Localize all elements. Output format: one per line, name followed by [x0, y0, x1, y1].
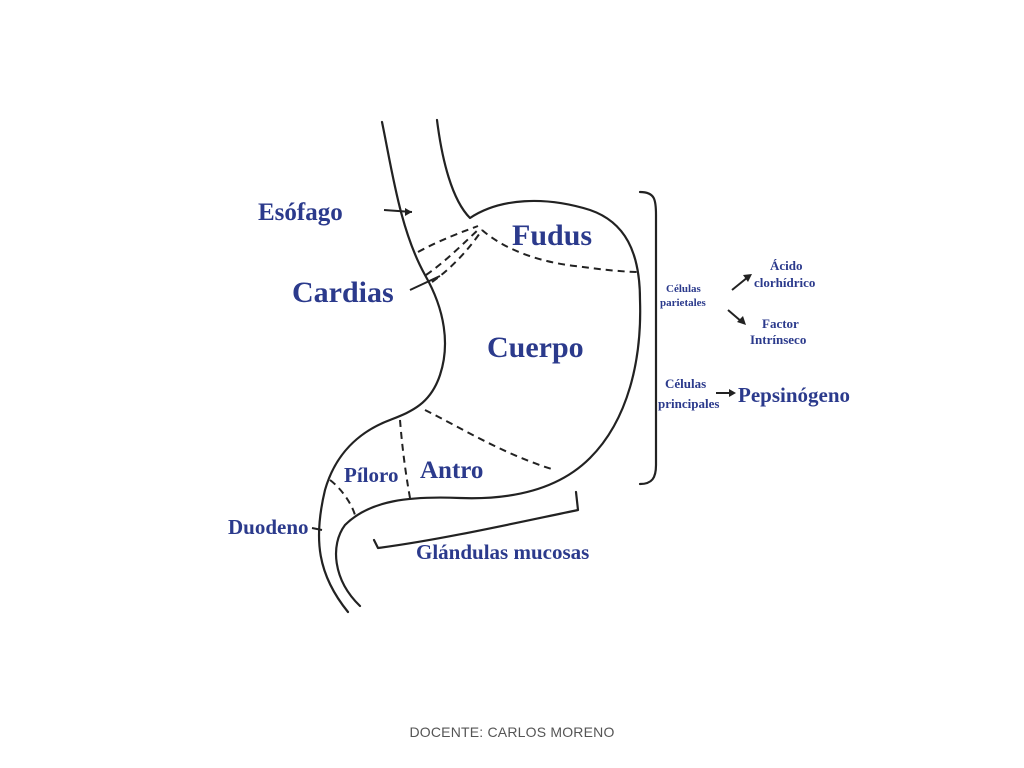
label-pepsinogeno: Pepsinógeno	[738, 383, 850, 407]
label-celulas-parietales-2: parietales	[660, 297, 707, 309]
acido-arrow	[731, 276, 749, 291]
label-celulas-principales-2: principales	[658, 396, 719, 411]
pylorus-boundary-2	[329, 479, 356, 516]
duodeno-arrow	[311, 527, 323, 531]
label-cuerpo: Cuerpo	[487, 331, 584, 364]
cardias-arrow	[409, 275, 441, 291]
label-factor-1: Factor	[762, 316, 799, 331]
label-esofago: Esófago	[258, 199, 343, 226]
glands-bracket	[372, 490, 580, 550]
label-antro: Antro	[420, 457, 483, 484]
label-acido-1: Ácido	[770, 258, 803, 273]
label-acido-2: clorhídrico	[754, 275, 815, 290]
fundus-boundary	[481, 229, 641, 273]
esofago-arrowhead	[405, 208, 412, 216]
label-fudus: Fudus	[512, 219, 592, 252]
acido-arrowhead	[743, 274, 752, 282]
cardias-boundary-3	[431, 229, 483, 283]
cardias-boundary-2	[425, 227, 481, 276]
pepsinogeno-arrowhead	[729, 389, 736, 397]
stomach-greater-curvature	[334, 118, 642, 608]
stomach-outer-outline	[317, 120, 447, 614]
label-celulas-principales-1: Células	[665, 376, 706, 391]
label-glandulas: Glándulas mucosas	[416, 540, 589, 564]
label-cardias: Cardias	[292, 276, 394, 309]
cardias-boundary-1	[417, 225, 479, 253]
label-piloro: Píloro	[344, 463, 398, 487]
label-celulas-parietales-1: Células	[666, 283, 702, 295]
footer-credit: DOCENTE: CARLOS MORENO	[409, 724, 615, 740]
factor-arrowhead	[737, 316, 746, 325]
pylorus-boundary-1	[399, 419, 411, 499]
label-factor-2: Intrínseco	[750, 332, 806, 347]
secretions-bracket	[638, 190, 658, 486]
label-duodeno: Duodeno	[228, 515, 309, 539]
antrum-boundary	[424, 409, 556, 471]
